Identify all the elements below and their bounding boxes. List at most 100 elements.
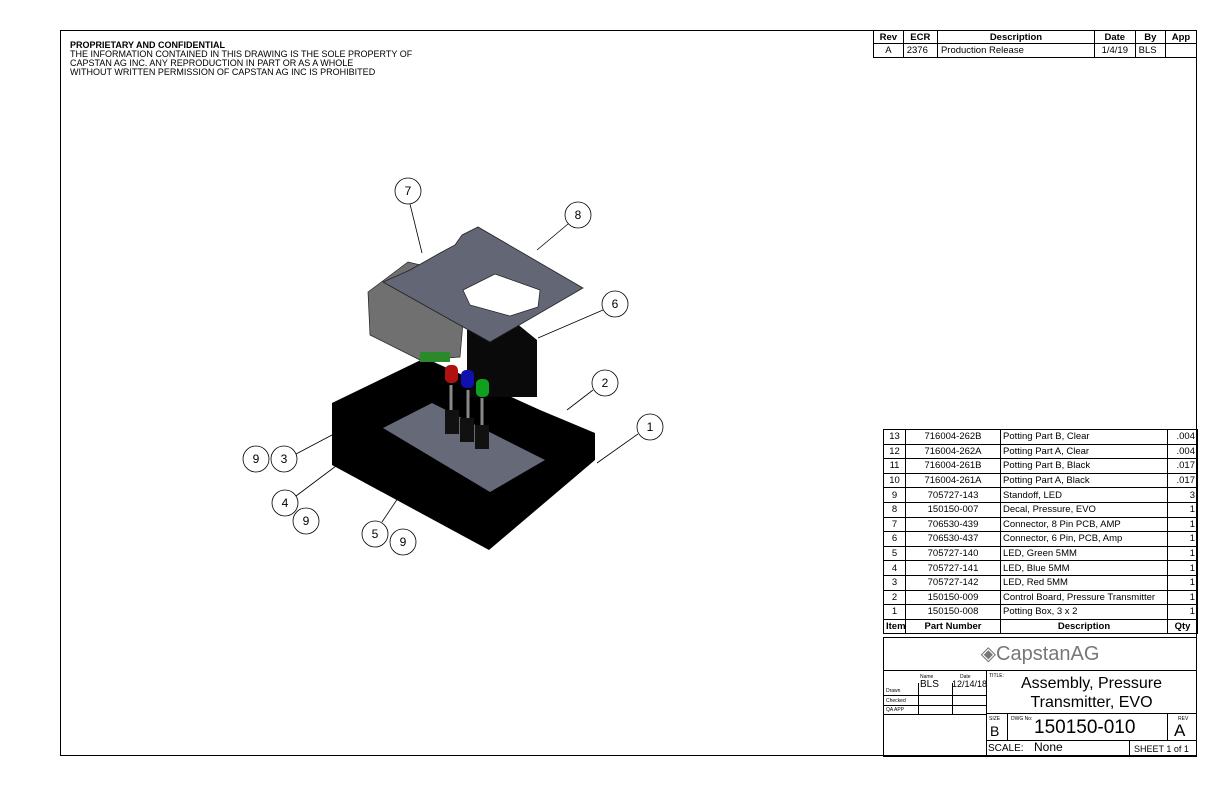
bom-cell: 705727-140 bbox=[905, 545, 1001, 562]
drawing-number: 150150-010 bbox=[1034, 717, 1136, 738]
balloon-number: 9 bbox=[302, 514, 310, 528]
bom-header: Item bbox=[883, 618, 906, 635]
balloon-circle bbox=[292, 507, 320, 535]
balloon-number: 4 bbox=[281, 496, 289, 510]
bom-cell: 1 bbox=[1167, 560, 1198, 576]
bom-cell: 2 bbox=[883, 589, 906, 606]
title-line: Transmitter, EVO bbox=[1030, 694, 1153, 711]
bom-cell: Potting Box, 3 x 2 bbox=[1000, 604, 1168, 620]
balloon-number: 7 bbox=[404, 184, 412, 198]
bom-header: Part Number bbox=[905, 618, 1001, 635]
bom-cell: 5 bbox=[883, 545, 906, 562]
sheet-number: SHEET 1 of 1 bbox=[1134, 744, 1189, 754]
title-label: TITLE: bbox=[989, 673, 1005, 679]
led-blue bbox=[461, 370, 474, 388]
bom-cell: 705727-141 bbox=[905, 560, 1001, 576]
bom-cell: Standoff, LED bbox=[1000, 487, 1168, 503]
bom-cell: Potting Part A, Black bbox=[1000, 472, 1168, 489]
bom-cell: 716004-262A bbox=[905, 443, 1001, 460]
bom-cell: 13 bbox=[883, 429, 906, 445]
led-red bbox=[445, 365, 458, 383]
notice-title: PROPRIETARY AND CONFIDENTIAL bbox=[70, 40, 226, 50]
scale-value: None bbox=[1034, 740, 1063, 754]
bom-cell: Decal, Pressure, EVO bbox=[1000, 501, 1168, 518]
bom-cell: Control Board, Pressure Transmitter bbox=[1000, 589, 1168, 606]
balloon-number: 2 bbox=[601, 376, 609, 390]
title-line: Assembly, Pressure bbox=[1020, 675, 1163, 692]
balloon-circle bbox=[361, 520, 389, 548]
bom-cell: 8 bbox=[883, 501, 906, 518]
balloon-number: 9 bbox=[252, 452, 260, 466]
connector-8pin-pins bbox=[420, 352, 450, 362]
led-green bbox=[476, 379, 489, 397]
bom-cell: 706530-437 bbox=[905, 531, 1001, 547]
logo-diamond-icon: ◈ bbox=[980, 643, 996, 665]
bom-cell: 705727-142 bbox=[905, 574, 1001, 591]
bom-cell: .017 bbox=[1167, 472, 1198, 489]
bom-cell: 1 bbox=[1167, 516, 1198, 533]
rev-cell: 2376 bbox=[902, 43, 938, 58]
bom-cell: LED, Red 5MM bbox=[1000, 574, 1168, 591]
bom-cell: 1 bbox=[1167, 545, 1198, 562]
bom-cell: 150150-009 bbox=[905, 589, 1001, 606]
bom-cell: 1 bbox=[1167, 501, 1198, 518]
bom-cell: 10 bbox=[883, 472, 906, 489]
balloon-circle bbox=[591, 369, 619, 397]
logo-text: CapstanAG bbox=[996, 643, 1100, 665]
drawing-frame bbox=[60, 30, 1197, 756]
rev-value: A bbox=[1174, 721, 1186, 740]
notice-line: THE INFORMATION CONTAINED IN THIS DRAWIN… bbox=[70, 49, 413, 59]
balloon-number: 6 bbox=[611, 297, 619, 311]
bom-cell: 1 bbox=[1167, 574, 1198, 591]
bom-header: Description bbox=[1000, 618, 1168, 635]
balloon-circle bbox=[242, 445, 270, 473]
bom-cell: 1 bbox=[1167, 589, 1198, 606]
bom-cell: 9 bbox=[883, 487, 906, 503]
standoff bbox=[460, 418, 474, 442]
title-block: ◈CapstanAG Name Date Drawn Checked QA AP… bbox=[883, 637, 1197, 757]
balloon-number: 3 bbox=[280, 452, 288, 466]
bom-cell: 705727-143 bbox=[905, 487, 1001, 503]
drawn-label: Drawn bbox=[886, 688, 901, 694]
bom-cell: .017 bbox=[1167, 458, 1198, 474]
decal-window bbox=[462, 273, 541, 317]
control-board bbox=[383, 403, 545, 492]
bom-cell: 716004-262B bbox=[905, 429, 1001, 445]
bom-cell: 716004-261B bbox=[905, 458, 1001, 474]
bom-cell: 3 bbox=[1167, 487, 1198, 503]
name-label: Name bbox=[920, 674, 934, 680]
notice-line: CAPSTAN AG INC. ANY REPRODUCTION IN PART… bbox=[70, 58, 354, 68]
bom-cell: 150150-007 bbox=[905, 501, 1001, 518]
bom-cell: 1 bbox=[1167, 531, 1198, 547]
notice-line: WITHOUT WRITTEN PERMISSION OF CAPSTAN AG… bbox=[70, 67, 376, 77]
balloon-number: 8 bbox=[574, 208, 582, 222]
size-label: SIZE bbox=[989, 716, 1001, 722]
standoff bbox=[475, 425, 489, 449]
balloon-circle bbox=[601, 290, 629, 318]
bom-cell: .004 bbox=[1167, 429, 1198, 445]
balloon-circle bbox=[564, 201, 592, 229]
balloon-number: 1 bbox=[646, 420, 654, 434]
rev-cell bbox=[1164, 43, 1198, 58]
leader-lines bbox=[295, 203, 639, 523]
balloon-circle bbox=[271, 489, 299, 517]
dwg-label: DWG No: bbox=[1011, 716, 1033, 722]
drawn-name: BLS bbox=[920, 679, 939, 690]
bom-header: Qty bbox=[1167, 618, 1198, 635]
bom-cell: 1 bbox=[883, 604, 906, 620]
bom-cell: 12 bbox=[883, 443, 906, 460]
drawn-date: 12/14/18 bbox=[952, 679, 988, 689]
bom-cell: 7 bbox=[883, 516, 906, 533]
